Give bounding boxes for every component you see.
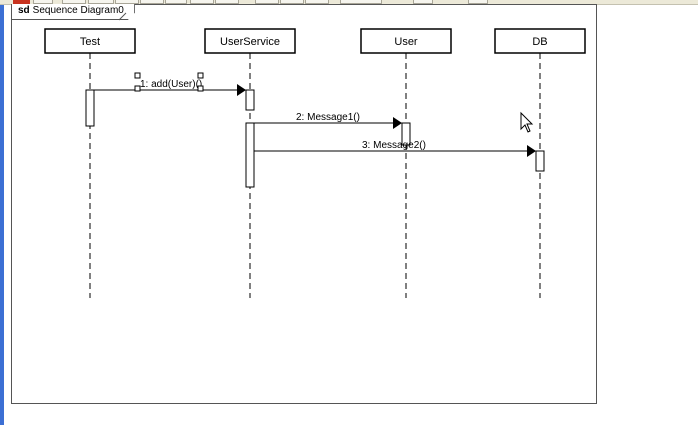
toolbar-button[interactable]	[215, 0, 239, 4]
activation-db[interactable]	[535, 150, 545, 172]
participant-userservice-label: UserService	[220, 36, 280, 48]
toolbar-button[interactable]	[115, 0, 139, 4]
participant-db-label: DB	[532, 36, 547, 48]
toolbar-button[interactable]	[33, 0, 53, 4]
toolbar-button[interactable]	[468, 0, 488, 4]
toolbar-button[interactable]	[88, 0, 114, 4]
message-2-arrowhead	[393, 117, 402, 129]
message-3-arrowhead	[527, 145, 536, 157]
frame-keyword: sd	[18, 5, 30, 16]
mouse-cursor-icon	[520, 111, 534, 133]
message-2[interactable]: 2: Message1()	[254, 112, 402, 129]
message-3-label: 3: Message2()	[362, 140, 426, 151]
toolbar-button[interactable]	[305, 0, 329, 4]
activation-test[interactable]	[85, 89, 95, 127]
frame-name: Sequence Diagram0	[32, 5, 124, 16]
toolbar-button[interactable]	[255, 0, 279, 4]
message-2-label: 2: Message1()	[296, 112, 360, 123]
selection-handle[interactable]	[197, 85, 204, 92]
toolbar-button[interactable]	[413, 0, 433, 4]
message-1[interactable]: 1: add(User)()	[94, 72, 246, 96]
message-1-label: 1: add(User)()	[140, 79, 202, 90]
toolbar-button[interactable]	[140, 0, 164, 4]
diagram-frame	[11, 4, 597, 404]
message-1-arrowhead	[237, 84, 246, 96]
participant-userservice[interactable]: UserService	[204, 28, 296, 54]
toolbar-button[interactable]	[190, 0, 214, 4]
window-left-border	[0, 0, 4, 425]
message-3[interactable]: 3: Message2()	[254, 140, 536, 157]
toolbar-button[interactable]	[340, 0, 382, 4]
selection-handle[interactable]	[134, 72, 141, 79]
selection-handle[interactable]	[197, 72, 204, 79]
participant-test-label: Test	[80, 36, 100, 48]
toolbar-button[interactable]	[165, 0, 187, 4]
activation-userservice-2[interactable]	[245, 122, 255, 188]
participant-db[interactable]: DB	[494, 28, 586, 54]
toolbar-button[interactable]	[280, 0, 304, 4]
selection-handle[interactable]	[134, 85, 141, 92]
participant-user[interactable]: User	[360, 28, 452, 54]
participant-test[interactable]: Test	[44, 28, 136, 54]
activation-userservice-1[interactable]	[245, 89, 255, 111]
app-icon	[13, 0, 30, 4]
participant-user-label: User	[394, 36, 418, 48]
toolbar-button[interactable]	[62, 0, 86, 4]
activation-user[interactable]	[401, 122, 411, 146]
frame-tag-corner	[118, 12, 127, 21]
